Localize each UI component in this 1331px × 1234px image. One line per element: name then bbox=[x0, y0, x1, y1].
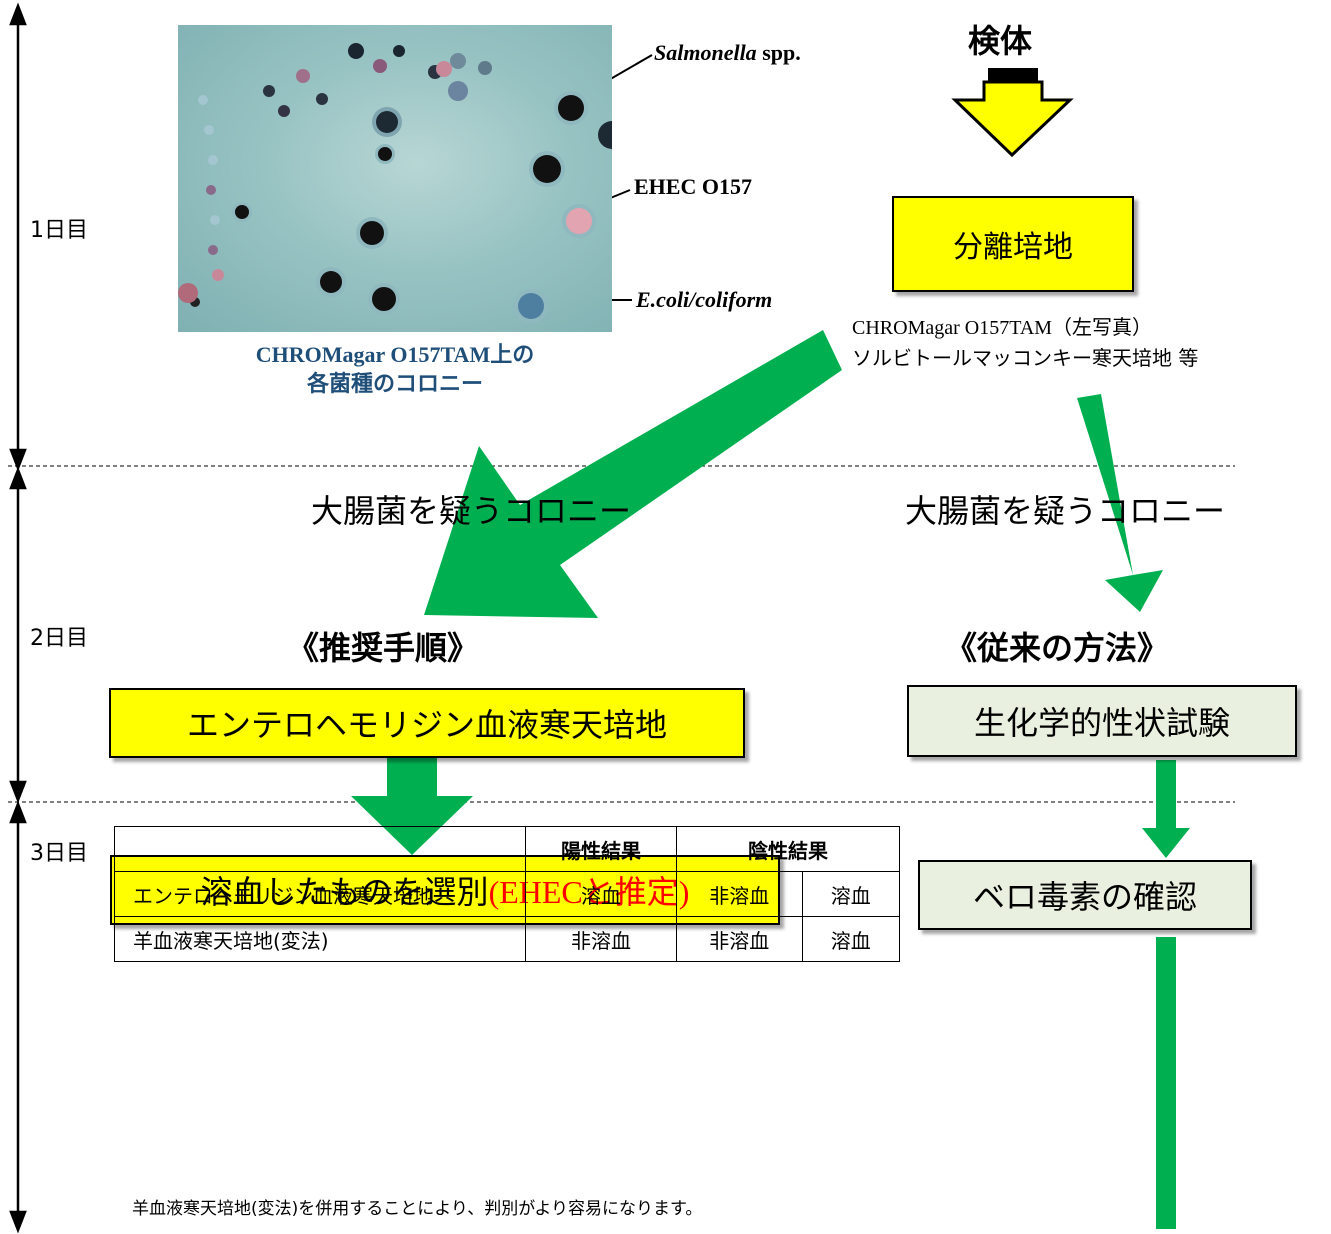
table-cell-medium: 羊血液寒天培地(変法) bbox=[114, 916, 526, 962]
arrow-to-recommended bbox=[424, 330, 842, 618]
day2-label: 2日目 bbox=[30, 626, 88, 651]
conventional-heading: 《従来の方法》 bbox=[945, 629, 1170, 667]
table-cell-positive: 溶血 bbox=[525, 871, 677, 917]
day3-arrowhead-bottom bbox=[9, 1210, 27, 1234]
table-cell-medium: エンテロヘモリジン血液寒天培地 bbox=[114, 871, 526, 917]
conventional-step1-box: 生化学的性状試験 bbox=[907, 685, 1297, 757]
isolation-note-line1: CHROMagar O157TAM（左写真） bbox=[852, 317, 1153, 339]
plate-caption-line2: 各菌種のコロニー bbox=[306, 372, 483, 397]
chromagar-plate-photo bbox=[178, 25, 612, 332]
day1-label: 1日目 bbox=[30, 218, 88, 243]
table-cell-neg1: 非溶血 bbox=[676, 916, 803, 962]
conventional-step2-box: ベロ毒素の確認 bbox=[918, 860, 1252, 930]
table-cell-neg1: 非溶血 bbox=[676, 871, 803, 917]
conventional-continuation-bar bbox=[1156, 937, 1176, 1229]
arrow-conventional-step bbox=[1142, 760, 1190, 858]
result-table: 陽性結果 陰性結果 エンテロヘモリジン血液寒天培地 溶血 非溶血 溶血 羊血液寒… bbox=[114, 826, 901, 962]
day2-arrowhead-bottom bbox=[9, 780, 27, 804]
plate-caption-line1: CHROMagar O157TAM上の bbox=[255, 342, 535, 367]
table-header-negative: 陰性結果 bbox=[676, 826, 900, 872]
day3-label: 3日目 bbox=[30, 841, 88, 866]
table-header-row: 陽性結果 陰性結果 bbox=[114, 826, 900, 872]
day2-arrowhead-top bbox=[9, 466, 27, 490]
table-footnote: 羊血液寒天培地(変法)を併用することにより、判別がより容易になります。 bbox=[132, 1199, 703, 1219]
suspect-colony-label-left: 大腸菌を疑うコロニー bbox=[311, 492, 632, 530]
recommended-step1-box: エンテロヘモリジン血液寒天培地 bbox=[109, 688, 745, 758]
day1-arrowhead-top bbox=[9, 2, 27, 26]
table-cell-neg2: 溶血 bbox=[801, 871, 901, 917]
specimen-label: 検体 bbox=[968, 22, 1033, 60]
table-cell-positive: 非溶血 bbox=[525, 916, 677, 962]
isolation-note-line2: ソルビトールマッコンキー寒天培地 等 bbox=[852, 346, 1199, 370]
arrow-to-conventional bbox=[1077, 394, 1163, 612]
specimen-arrow bbox=[951, 80, 1074, 158]
ecoli-label: E.coli/coliform bbox=[636, 287, 773, 312]
day1-arrowhead-bottom bbox=[9, 448, 27, 472]
specimen-arrow-cap bbox=[988, 68, 1038, 82]
table-header-positive: 陽性結果 bbox=[525, 826, 677, 872]
isolation-medium-note: CHROMagar O157TAM（左写真） ソルビトールマッコンキー寒天培地 … bbox=[852, 313, 1198, 373]
day3-arrowhead-top bbox=[9, 800, 27, 824]
recommended-heading: 《推奨手順》 bbox=[287, 629, 480, 667]
suspect-colony-label-right: 大腸菌を疑うコロニー bbox=[905, 492, 1226, 530]
salmonella-label: Salmonella spp. bbox=[654, 40, 801, 65]
table-header-empty bbox=[114, 826, 526, 872]
isolation-medium-box: 分離培地 bbox=[892, 196, 1134, 292]
plate-caption: CHROMagar O157TAM上の 各菌種のコロニー bbox=[178, 340, 612, 400]
table-row: 羊血液寒天培地(変法) 非溶血 非溶血 溶血 bbox=[114, 916, 901, 962]
table-cell-neg2: 溶血 bbox=[801, 916, 901, 962]
ehec-label: EHEC O157 bbox=[634, 174, 752, 199]
table-row: エンテロヘモリジン血液寒天培地 溶血 非溶血 溶血 bbox=[114, 871, 901, 917]
arrow-recommended-step bbox=[351, 756, 473, 855]
